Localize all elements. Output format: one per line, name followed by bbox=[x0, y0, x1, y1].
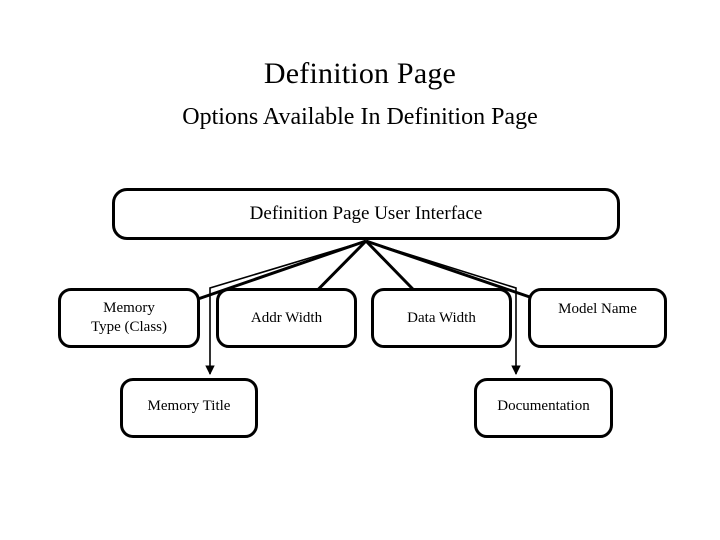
page-title: Definition Page bbox=[263, 57, 457, 90]
node-addr-width[interactable]: Addr Width bbox=[216, 288, 357, 348]
node-label: Memory Title bbox=[147, 398, 231, 414]
node-label: Data Width bbox=[407, 309, 476, 326]
node-label: Model Name bbox=[558, 301, 637, 317]
node-label: Addr Width bbox=[250, 309, 323, 326]
node-label: Definition Page User Interface bbox=[249, 203, 483, 225]
node-documentation[interactable]: Documentation bbox=[474, 378, 613, 438]
node-memory-type-class[interactable]: Memory Type (Class) bbox=[58, 288, 200, 348]
node-label: Documentation bbox=[497, 398, 590, 414]
node-label: Memory Type (Class) bbox=[90, 300, 168, 335]
page-subtitle: Options Available In Definition Page bbox=[182, 104, 538, 130]
node-data-width[interactable]: Data Width bbox=[371, 288, 512, 348]
node-model-name[interactable]: Model Name bbox=[528, 288, 667, 348]
node-memory-title[interactable]: Memory Title bbox=[120, 378, 258, 438]
node-definition-page-user-interface[interactable]: Definition Page User Interface bbox=[112, 188, 620, 240]
